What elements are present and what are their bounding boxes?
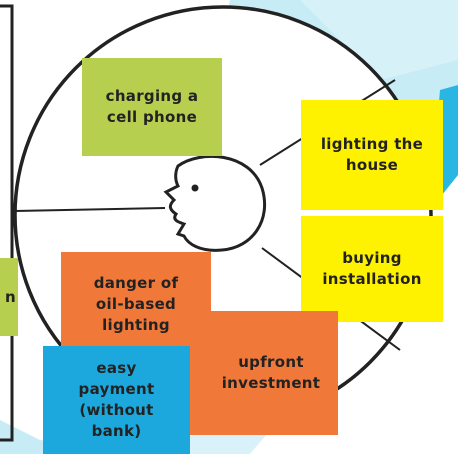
- note-buying-installation: buying installation: [301, 216, 443, 322]
- note-upfront-text: upfront investment: [222, 352, 321, 394]
- head-profile: [166, 156, 265, 250]
- note-buying-text: buying installation: [322, 248, 421, 290]
- note-charging-text: charging a cell phone: [106, 86, 199, 128]
- note-danger-text: danger of oil-based lighting: [94, 273, 179, 336]
- note-easy-text: easy payment (without bank): [79, 358, 155, 442]
- note-lighting-text: lighting the house: [321, 134, 423, 176]
- note-upfront-investment: upfront investment: [188, 311, 338, 435]
- note-partial-text: n: [5, 287, 16, 308]
- left-frame: [0, 6, 12, 440]
- note-lighting-the-house: lighting the house: [301, 100, 443, 210]
- eye: [192, 185, 199, 192]
- note-charging-cell-phone: charging a cell phone: [82, 58, 222, 156]
- note-easy-payment: easy payment (without bank): [43, 346, 190, 454]
- note-partial-left: n: [0, 258, 18, 336]
